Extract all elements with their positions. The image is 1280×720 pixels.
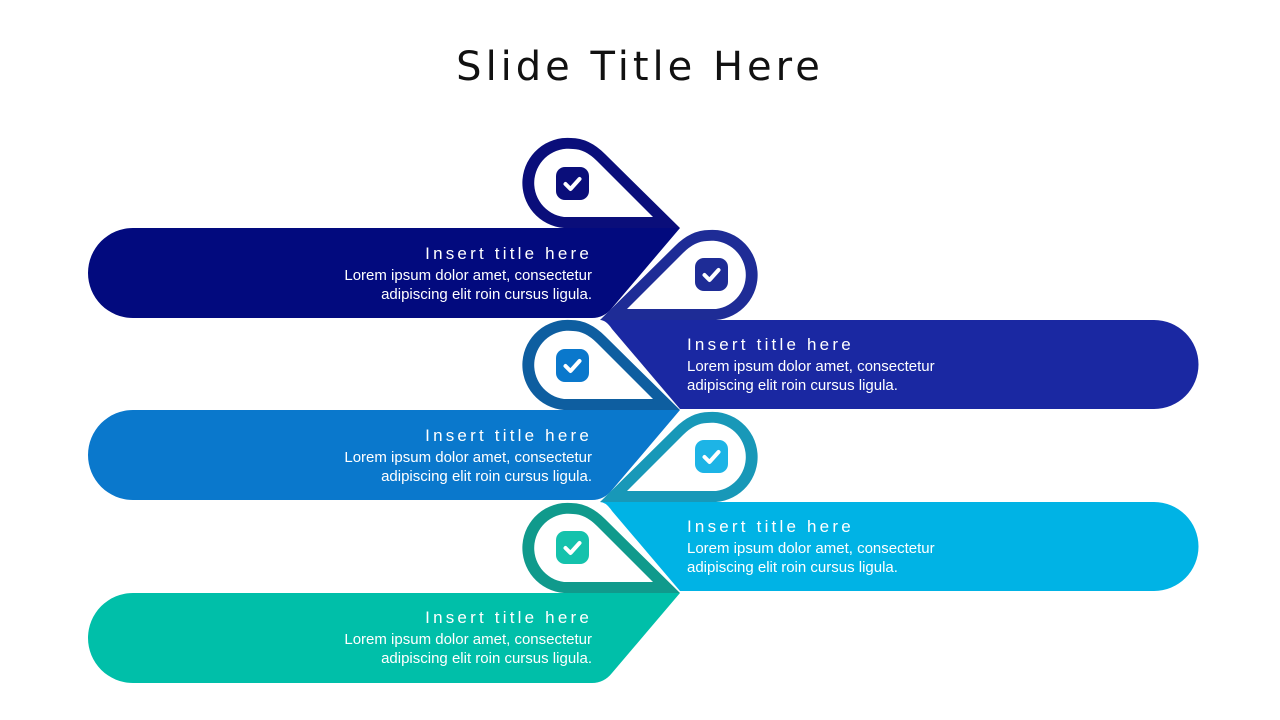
check-square-icon bbox=[695, 258, 728, 291]
item-title: Insert title here bbox=[425, 244, 592, 263]
slide-title: Slide Title Here bbox=[456, 44, 824, 90]
item-4-shapes bbox=[600, 411, 1199, 591]
item-body-line-1: Lorem ipsum dolor amet, consectetur bbox=[344, 449, 592, 466]
item-title: Insert title here bbox=[425, 426, 592, 445]
item-body-line-1: Lorem ipsum dolor amet, consectetur bbox=[687, 540, 935, 557]
item-title: Insert title here bbox=[425, 608, 592, 627]
item-body-line-2: adipiscing elit roin cursus ligula. bbox=[381, 650, 592, 667]
check-square-icon bbox=[556, 349, 589, 382]
item-3-text: Insert title here Lorem ipsum dolor amet… bbox=[292, 425, 592, 486]
item-body-line-2: adipiscing elit roin cursus ligula. bbox=[381, 286, 592, 303]
check-square-icon bbox=[695, 440, 728, 473]
item-5-text: Insert title here Lorem ipsum dolor amet… bbox=[292, 607, 592, 668]
item-3-shapes bbox=[88, 319, 680, 500]
item-2-text: Insert title here Lorem ipsum dolor amet… bbox=[687, 334, 1007, 395]
item-title: Insert title here bbox=[687, 335, 854, 354]
item-2-shapes bbox=[600, 229, 1199, 409]
item-body-line-2: adipiscing elit roin cursus ligula. bbox=[687, 559, 898, 576]
item-1-text: Insert title here Lorem ipsum dolor amet… bbox=[292, 243, 592, 304]
item-4-text: Insert title here Lorem ipsum dolor amet… bbox=[687, 516, 1007, 577]
check-square-icon bbox=[556, 531, 589, 564]
item-body-line-2: adipiscing elit roin cursus ligula. bbox=[381, 468, 592, 485]
item-1-shapes bbox=[88, 137, 680, 318]
item-body-line-1: Lorem ipsum dolor amet, consectetur bbox=[344, 267, 592, 284]
item-body-line-1: Lorem ipsum dolor amet, consectetur bbox=[687, 358, 935, 375]
item-title: Insert title here bbox=[687, 517, 854, 536]
item-body-line-2: adipiscing elit roin cursus ligula. bbox=[687, 377, 898, 394]
item-body-line-1: Lorem ipsum dolor amet, consectetur bbox=[344, 631, 592, 648]
check-square-icon bbox=[556, 167, 589, 200]
item-5-shapes bbox=[88, 502, 680, 683]
